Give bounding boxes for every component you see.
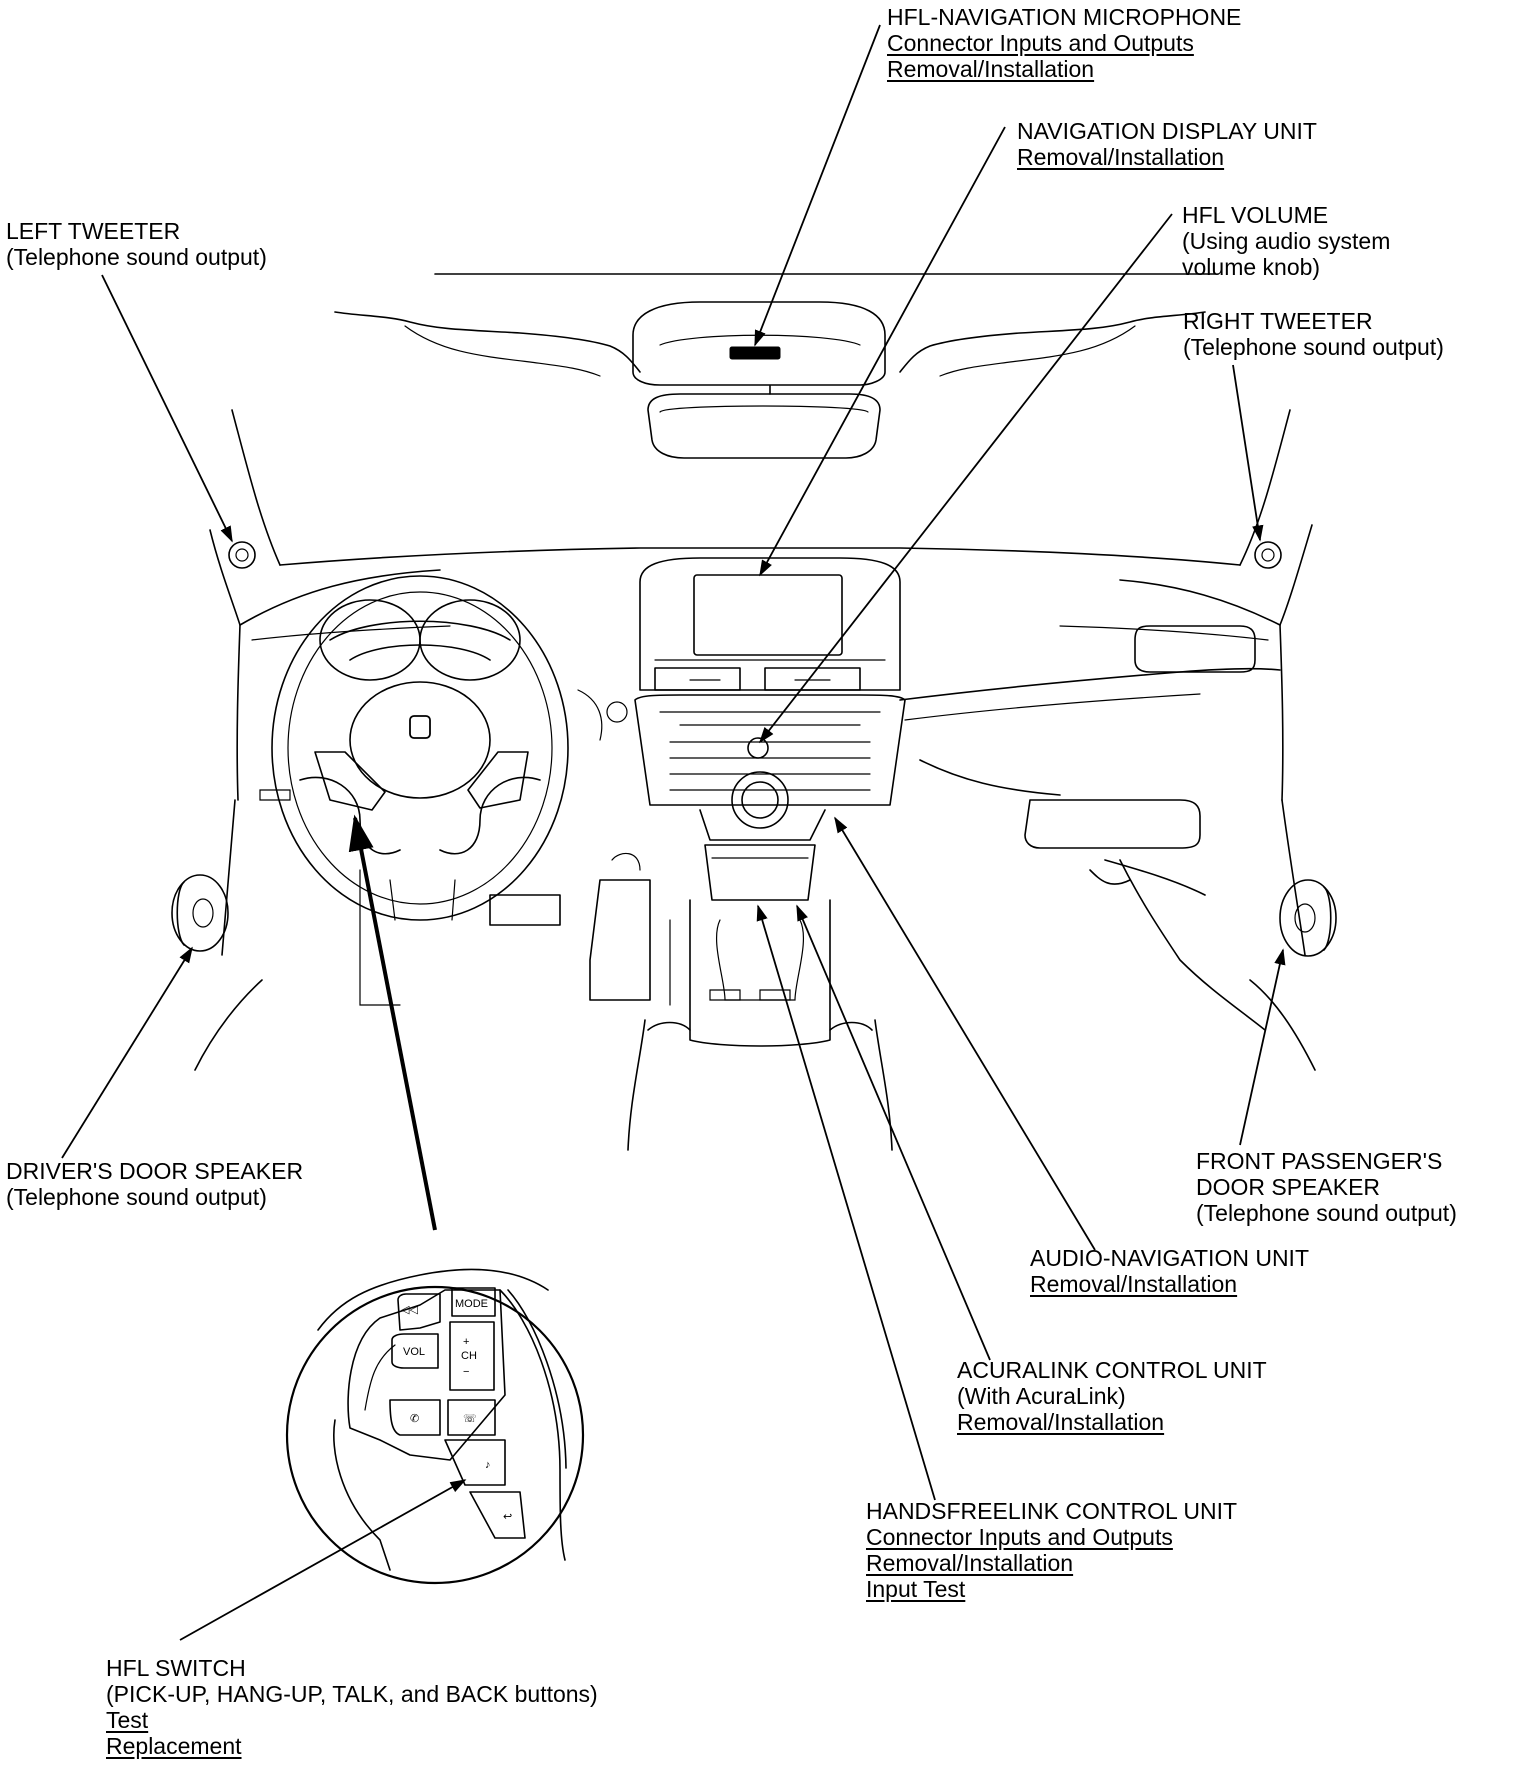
windshield-outline [209, 273, 1313, 626]
svg-text:✆: ✆ [410, 1413, 419, 1425]
svg-text:♪: ♪ [485, 1459, 491, 1471]
label-audio-navigation-unit: AUDIO-NAVIGATION UNIT Removal/Installati… [1030, 1245, 1309, 1297]
acuralink-title: ACURALINK CONTROL UNIT [957, 1357, 1267, 1383]
label-right-tweeter: RIGHT TWEETER (Telephone sound output) [1183, 308, 1444, 360]
dashboard-body [194, 547, 1316, 1071]
talk-button [444, 1439, 506, 1486]
driver-door-speaker [171, 874, 229, 952]
console-bin [704, 844, 816, 901]
label-hfl-navigation-microphone: HFL-NAVIGATION MICROPHONE Connector Inpu… [887, 4, 1241, 82]
left-tweeter-title: LEFT TWEETER [6, 218, 181, 244]
pedals [259, 789, 671, 1006]
passenger-door-speaker [1279, 879, 1337, 957]
hfl-switch-link-test[interactable]: Test [106, 1707, 149, 1733]
nav-display-link-removal[interactable]: Removal/Installation [1017, 144, 1225, 170]
passenger-door-title: FRONT PASSENGER'S [1196, 1148, 1443, 1174]
label-hfl-switch: HFL SWITCH (PICK-UP, HANG-UP, TALK, and … [106, 1655, 598, 1759]
hfl-mic-link-removal[interactable]: Removal/Installation [887, 56, 1095, 82]
label-navigation-display-unit: NAVIGATION DISPLAY UNIT Removal/Installa… [1017, 118, 1317, 170]
hfl-switch-link-replacement[interactable]: Replacement [106, 1733, 242, 1759]
label-drivers-door-speaker: DRIVER'S DOOR SPEAKER (Telephone sound o… [6, 1158, 303, 1210]
label-hfl-volume: HFL VOLUME (Using audio system volume kn… [1182, 202, 1390, 280]
handsfreelink-link-removal[interactable]: Removal/Installation [866, 1550, 1074, 1576]
hfl-switch-inset: ◁◁ MODE VOL + CH − ✆ ☏ ♪ ↩ [285, 1268, 585, 1585]
label-front-passengers-door-speaker: FRONT PASSENGER'S DOOR SPEAKER (Telephon… [1196, 1148, 1457, 1226]
passenger-door-line-1: DOOR SPEAKER [1196, 1174, 1381, 1200]
nav-display-title: NAVIGATION DISPLAY UNIT [1017, 118, 1317, 144]
right-tweeter [1254, 541, 1282, 569]
label-acuralink-control-unit: ACURALINK CONTROL UNIT (With AcuraLink) … [957, 1357, 1267, 1435]
handsfreelink-link-connector[interactable]: Connector Inputs and Outputs [866, 1524, 1173, 1550]
passenger-door-line-2: (Telephone sound output) [1196, 1200, 1457, 1226]
steering-wheel [271, 575, 628, 921]
left-tweeter-line-1: (Telephone sound output) [6, 244, 267, 270]
svg-text:◁◁: ◁◁ [401, 1304, 418, 1316]
hfl-volume-line-2: volume knob) [1182, 254, 1321, 280]
hfl-switch-title: HFL SWITCH [106, 1655, 246, 1681]
passenger-vent [1134, 625, 1256, 673]
acuralink-link-removal[interactable]: Removal/Installation [957, 1409, 1165, 1435]
audio-nav-link-removal[interactable]: Removal/Installation [1030, 1271, 1238, 1297]
ch-minus-label: − [463, 1366, 469, 1378]
overhead-console [632, 301, 886, 459]
microphone-grille [729, 346, 781, 360]
ch-button-label: CH [461, 1350, 477, 1362]
mode-button-label: MODE [455, 1298, 488, 1310]
back-button [469, 1491, 526, 1539]
pick-up-button [389, 1399, 441, 1436]
glove-box-handle [1024, 799, 1201, 849]
hfl-mic-link-connector[interactable]: Connector Inputs and Outputs [887, 30, 1194, 56]
audio-nav-title: AUDIO-NAVIGATION UNIT [1030, 1245, 1309, 1271]
handsfreelink-link-input-test[interactable]: Input Test [866, 1576, 966, 1602]
hfl-volume-line-1: (Using audio system [1182, 228, 1391, 254]
svg-text:↩: ↩ [503, 1511, 512, 1523]
rearview-mirror [647, 393, 881, 459]
right-tweeter-line-1: (Telephone sound output) [1183, 334, 1444, 360]
leader-lines [61, 24, 1286, 1641]
label-left-tweeter: LEFT TWEETER (Telephone sound output) [6, 218, 267, 270]
ch-plus-label: + [463, 1336, 469, 1348]
vol-button-label: VOL [403, 1346, 425, 1358]
handsfreelink-title: HANDSFREELINK CONTROL UNIT [866, 1498, 1238, 1524]
navigation-display [693, 574, 843, 656]
svg-text:☏: ☏ [463, 1413, 477, 1425]
left-tweeter [228, 541, 256, 569]
label-handsfreelink-control-unit: HANDSFREELINK CONTROL UNIT Connector Inp… [866, 1498, 1237, 1602]
acuralink-line-1: (With AcuraLink) [957, 1383, 1126, 1409]
driver-door-title: DRIVER'S DOOR SPEAKER [6, 1158, 304, 1184]
hfl-mic-title: HFL-NAVIGATION MICROPHONE [887, 4, 1242, 30]
hfl-volume-title: HFL VOLUME [1182, 202, 1329, 228]
right-tweeter-title: RIGHT TWEETER [1183, 308, 1373, 334]
driver-door-line-1: (Telephone sound output) [6, 1184, 267, 1210]
hang-up-button [447, 1399, 496, 1436]
hfl-switch-line-1: (PICK-UP, HANG-UP, TALK, and BACK button… [106, 1681, 598, 1707]
